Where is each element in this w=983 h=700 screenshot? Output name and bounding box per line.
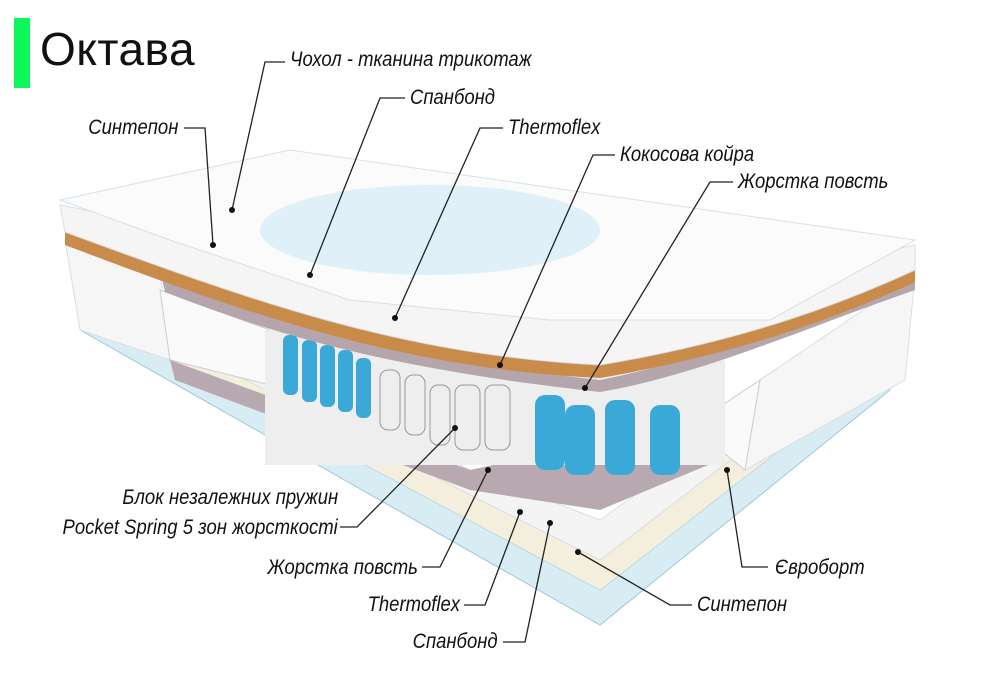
bottom-sintepon	[85, 300, 900, 590]
label-euroboard: Євроборт	[775, 556, 865, 579]
felt-top	[160, 270, 915, 392]
leader-euroboard	[726, 469, 768, 568]
leader-cover	[231, 61, 285, 211]
leader-sintepon-top	[184, 127, 214, 246]
label-felt-bottom: Жорстка повсть	[267, 556, 418, 579]
leader-thermoflex-top	[394, 127, 503, 319]
leader-felt-top	[584, 181, 733, 389]
white-springs	[379, 369, 511, 451]
leader-felt-bottom	[422, 469, 489, 568]
leader-coconut	[499, 154, 615, 366]
coconut-layer	[65, 232, 915, 378]
cover-pattern	[260, 185, 600, 275]
title-accent-bar	[14, 18, 30, 88]
label-cover: Чохол - тканина трикотаж	[290, 48, 532, 71]
blue-springs	[283, 335, 680, 475]
label-spunbond-top: Спанбонд	[410, 86, 496, 109]
label-thermoflex-top: Thermoflex	[508, 116, 601, 139]
label-spring-block-line1: Блок незалежних пружин	[122, 486, 338, 509]
page-title: Октава	[40, 23, 196, 75]
leader-dots	[210, 207, 730, 555]
label-sintepon-top: Синтепон	[87, 116, 178, 139]
leader-thermoflex-bottom	[464, 511, 521, 606]
leader-lines	[184, 61, 768, 643]
leader-spunbond-top	[309, 97, 405, 276]
leader-spunbond-bottom	[503, 522, 551, 643]
leader-sintepon-bottom	[577, 551, 692, 606]
label-felt-top: Жорстка повсть	[738, 170, 889, 193]
label-spunbond-bottom: Спанбонд	[412, 630, 498, 653]
label-spring-block-line2: Pocket Spring 5 зон жорсткості	[62, 516, 338, 539]
label-coconut: Кокосова койра	[620, 143, 755, 166]
label-sintepon-bottom: Синтепон	[697, 593, 788, 616]
label-thermoflex-bottom: Thermoflex	[367, 593, 460, 616]
leader-spring-block	[340, 427, 456, 528]
